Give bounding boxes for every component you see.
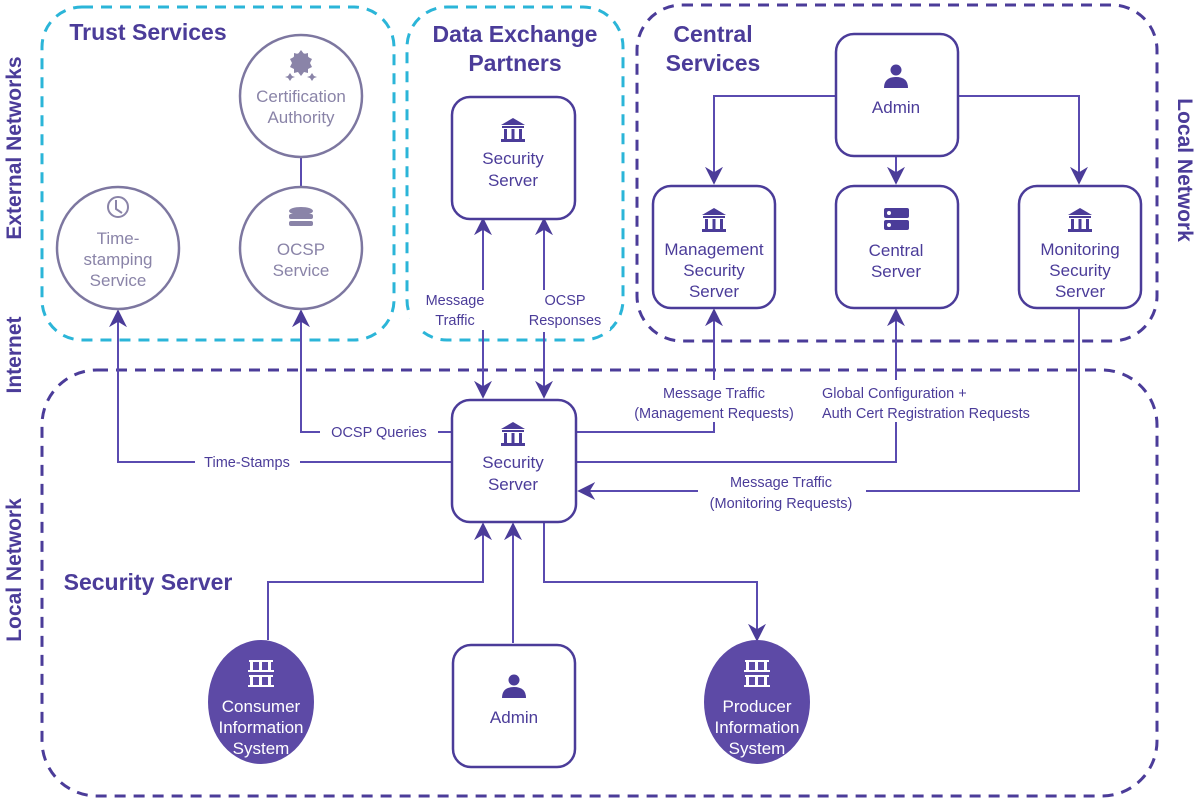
- edge-monitoring-requests-a: [866, 309, 1080, 492]
- group-title-central-2: Services: [666, 50, 761, 76]
- label-partner-ss-1: Security: [482, 149, 544, 168]
- node-time-stamping-service[interactable]: Time- stamping Service: [55, 185, 181, 311]
- node-central-admin[interactable]: Admin: [834, 32, 960, 158]
- group-title-security-server: Security Server: [64, 569, 233, 595]
- label-certification-1: Certification: [256, 87, 346, 106]
- database-icon: [289, 207, 313, 226]
- label-central-admin: Admin: [872, 98, 920, 117]
- label-central-server-1: Central: [869, 241, 924, 260]
- group-title-trust-services: Trust Services: [69, 19, 226, 45]
- zone-trust-services: [40, 5, 396, 342]
- label-producer-3: System: [729, 739, 786, 758]
- label-producer-2: Information: [714, 718, 799, 737]
- user-icon: [884, 64, 908, 88]
- group-title-central-1: Central: [673, 21, 752, 47]
- label-time-stamping-2: stamping: [84, 250, 153, 269]
- side-label-local-network-left: Local Network: [3, 498, 26, 642]
- edge-label-message-traffic-2: Traffic: [435, 313, 474, 329]
- zone-data-exchange-partners: [405, 5, 625, 342]
- edge-label-ocsp-responses-1: OCSP: [544, 293, 585, 309]
- edge-label-message-traffic-1: Message: [426, 293, 485, 309]
- edge-admin-to-monitoring: [958, 95, 1088, 185]
- label-monitoring-1: Monitoring: [1040, 240, 1119, 259]
- node-certification-authority[interactable]: Certification Authority: [238, 33, 364, 159]
- label-management-1: Management: [664, 240, 764, 259]
- edge-ss-to-producer: [543, 522, 766, 642]
- side-label-internet: Internet: [3, 316, 26, 393]
- edge-label-monitoring-2: (Monitoring Requests): [710, 496, 853, 512]
- building-blocks-icon: [744, 660, 770, 687]
- user-icon: [502, 674, 526, 698]
- node-ocsp-service[interactable]: OCSP Service: [238, 185, 364, 311]
- label-central-server-2: Server: [871, 262, 921, 281]
- node-consumer-information-system[interactable]: Consumer Information System: [208, 640, 314, 764]
- label-time-stamping-1: Time-: [97, 229, 140, 248]
- node-management-security-server[interactable]: Management Security Server: [651, 184, 777, 310]
- edge-label-global-config-2: Auth Cert Registration Requests: [822, 406, 1030, 422]
- edge-consumer-to-ss: [267, 522, 492, 640]
- label-monitoring-3: Server: [1055, 282, 1105, 301]
- side-label-external-networks: External Networks: [3, 56, 26, 239]
- bank-icon: [702, 208, 726, 232]
- label-partner-ss-2: Server: [488, 171, 538, 190]
- edge-label-global-config-1: Global Configuration +: [822, 386, 967, 402]
- bank-icon: [501, 422, 525, 446]
- edge-label-ocsp-responses-2: Responses: [529, 313, 602, 329]
- label-time-stamping-3: Service: [90, 271, 147, 290]
- edge-label-time-stamps: Time-Stamps: [204, 455, 290, 471]
- label-local-ss-2: Server: [488, 475, 538, 494]
- edge-admin-to-management: [705, 95, 836, 185]
- edge-global-config: [576, 422, 897, 463]
- clock-icon: [107, 196, 129, 218]
- node-local-security-server[interactable]: Security Server: [450, 398, 578, 524]
- node-central-server[interactable]: Central Server: [834, 184, 960, 310]
- edge-label-management-2: (Management Requests): [634, 406, 794, 422]
- server-icon: [884, 208, 909, 230]
- label-ocsp-2: Service: [273, 261, 330, 280]
- node-monitoring-security-server[interactable]: Monitoring Security Server: [1017, 184, 1143, 310]
- label-local-ss-1: Security: [482, 453, 544, 472]
- label-certification-2: Authority: [267, 108, 335, 127]
- side-label-local-network-right: Local Network: [1173, 98, 1196, 242]
- zone-security-server: [40, 368, 1159, 798]
- label-consumer-3: System: [233, 739, 290, 758]
- edge-label-ocsp-queries: OCSP Queries: [331, 425, 427, 441]
- bank-icon: [1068, 208, 1092, 232]
- bank-icon: [501, 118, 525, 142]
- label-local-admin: Admin: [490, 708, 538, 727]
- edge-management-requests: [576, 422, 715, 433]
- certificate-badge-icon: [285, 50, 317, 81]
- node-local-admin[interactable]: Admin: [451, 643, 577, 769]
- group-title-data-exchange-1: Data Exchange: [433, 21, 598, 47]
- label-consumer-2: Information: [218, 718, 303, 737]
- edge-label-monitoring-1: Message Traffic: [730, 475, 832, 491]
- label-management-2: Security: [683, 261, 745, 280]
- label-consumer-1: Consumer: [222, 697, 301, 716]
- label-producer-1: Producer: [723, 697, 792, 716]
- edge-time-stamps: [109, 309, 452, 463]
- label-monitoring-2: Security: [1049, 261, 1111, 280]
- group-title-data-exchange-2: Partners: [468, 50, 561, 76]
- label-ocsp-1: OCSP: [277, 240, 325, 259]
- node-partner-security-server[interactable]: Security Server: [450, 95, 577, 221]
- edge-label-management-1: Message Traffic: [663, 386, 765, 402]
- node-producer-information-system[interactable]: Producer Information System: [704, 640, 810, 764]
- label-management-3: Server: [689, 282, 739, 301]
- building-blocks-icon: [248, 660, 274, 687]
